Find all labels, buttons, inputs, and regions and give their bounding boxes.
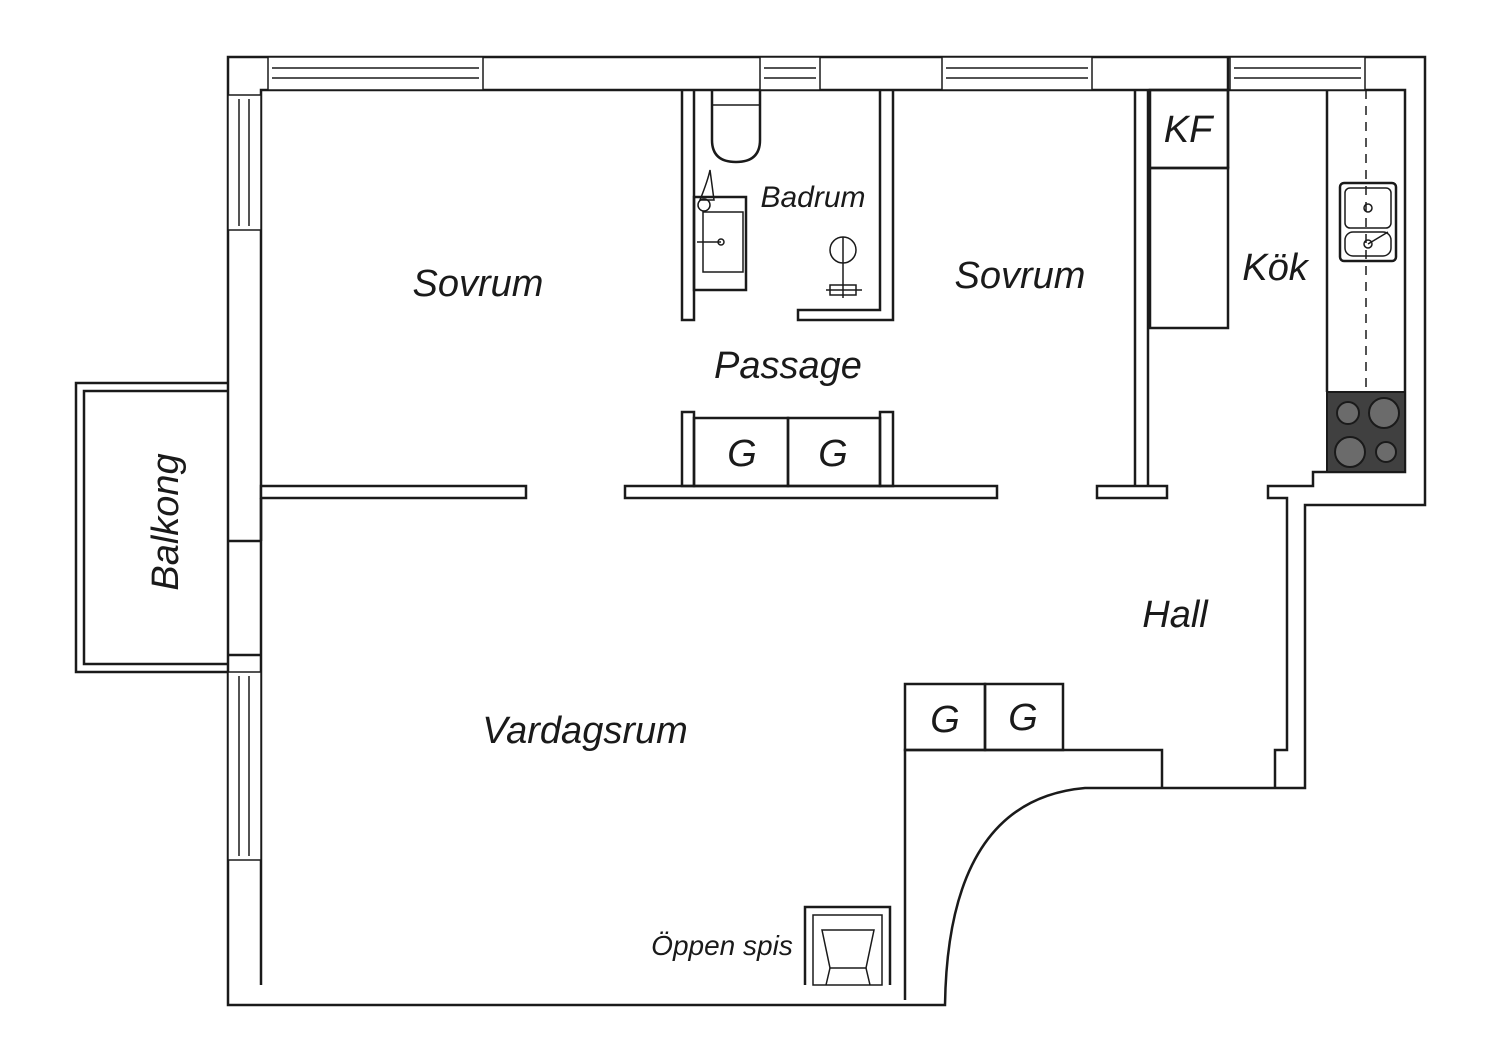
stove [1326, 391, 1406, 473]
label-passage: Passage [714, 345, 862, 387]
label-sovrum-right: Sovrum [955, 255, 1086, 297]
label-balkong: Balkong [145, 453, 187, 590]
label-closet-hall-1: G [930, 699, 960, 741]
closet-passage [692, 416, 882, 488]
closet-hall [903, 682, 1065, 752]
label-kf: KF [1164, 109, 1214, 151]
partitions [259, 90, 1169, 1000]
shower [826, 236, 862, 298]
label-sovrum-left: Sovrum [413, 263, 544, 305]
label-closet-passage-2: G [818, 433, 848, 475]
label-closet-hall-2: G [1008, 697, 1038, 739]
label-oppen-spis: Öppen spis [651, 930, 793, 961]
outer-wall [226, 55, 1427, 1007]
kitchen-counter-left [1148, 166, 1230, 330]
label-badrum: Badrum [760, 181, 865, 214]
sink [692, 169, 748, 292]
label-vardagsrum: Vardagsrum [482, 710, 688, 752]
windows [227, 56, 1366, 861]
kitchen-counter [1325, 90, 1398, 392]
toilet [710, 90, 762, 164]
label-kok: Kök [1242, 247, 1309, 289]
label-hall: Hall [1142, 594, 1209, 636]
balcony [74, 381, 263, 674]
fireplace [803, 905, 892, 986]
label-closet-passage-1: G [727, 433, 757, 475]
inner-wall-outline [259, 88, 1407, 985]
